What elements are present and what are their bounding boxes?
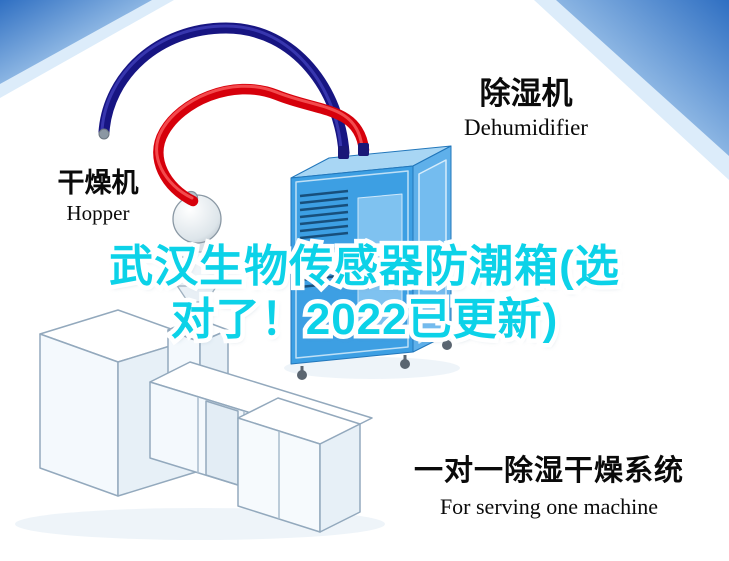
hose-connectors <box>338 143 369 159</box>
system-label-en: For serving one machine <box>439 494 659 519</box>
main-title-line1: 武汉生物传感器防潮箱(选 武汉生物传感器防潮箱(选 <box>0 230 729 296</box>
main-title-line2-text: 对了！2022已更新) <box>170 295 559 344</box>
machine-left-box-front <box>39 333 119 497</box>
machine-end-box-side <box>319 423 361 533</box>
vent-grille-lower <box>299 245 349 289</box>
main-title-line1-outline: 武汉生物传感器防潮箱(选 <box>105 238 624 296</box>
dehumidifier-control-panel <box>357 193 403 339</box>
corner-decoration-top-right <box>534 0 729 180</box>
dryer-label: 干燥机 Hopper <box>40 161 156 226</box>
dehumidifier-label-en: Dehumidifier <box>464 115 588 140</box>
red-hose <box>153 83 370 207</box>
dehumidifier-side-door <box>418 159 447 344</box>
vent-grille-upper <box>299 189 349 240</box>
dehumidifier-illustration <box>290 145 452 380</box>
main-title-line1-text: 武汉生物传感器防潮箱(选 <box>109 242 620 291</box>
blue-hose-highlight <box>100 24 343 152</box>
dehumidifier-front-frame <box>295 170 409 359</box>
main-title-line2: 对了！2022已更新) 对了！2022已更新) <box>0 283 729 349</box>
blue-hose-end-fitting <box>98 128 110 140</box>
main-title: 武汉生物传感器防潮箱(选 武汉生物传感器防潮箱(选 对了！2022已更新) 对了… <box>0 230 729 349</box>
dehumidifier-door-handle <box>439 246 443 260</box>
main-title-line2-outline: 对了！2022已更新) <box>166 291 562 349</box>
corner-decoration-top-left <box>0 0 174 98</box>
machine-barrel-panel <box>205 400 239 486</box>
caster-wheels <box>297 336 452 380</box>
extruder-machine-illustration <box>39 309 373 533</box>
dryer-label-cn: 干燥机 <box>57 168 139 198</box>
red-hose-highlight <box>155 84 364 200</box>
dehumidifier-label: 除湿机 Dehumidifier <box>446 68 606 141</box>
hopper-dryer-illustration <box>172 190 222 333</box>
system-label-cn: 一对一除湿干燥系统 <box>413 455 684 487</box>
dehumidifier-label-cn: 除湿机 <box>479 76 573 111</box>
system-label: 一对一除湿干燥系统 For serving one machine <box>400 447 698 520</box>
dryer-label-en: Hopper <box>66 201 130 225</box>
blue-hose <box>98 22 350 159</box>
